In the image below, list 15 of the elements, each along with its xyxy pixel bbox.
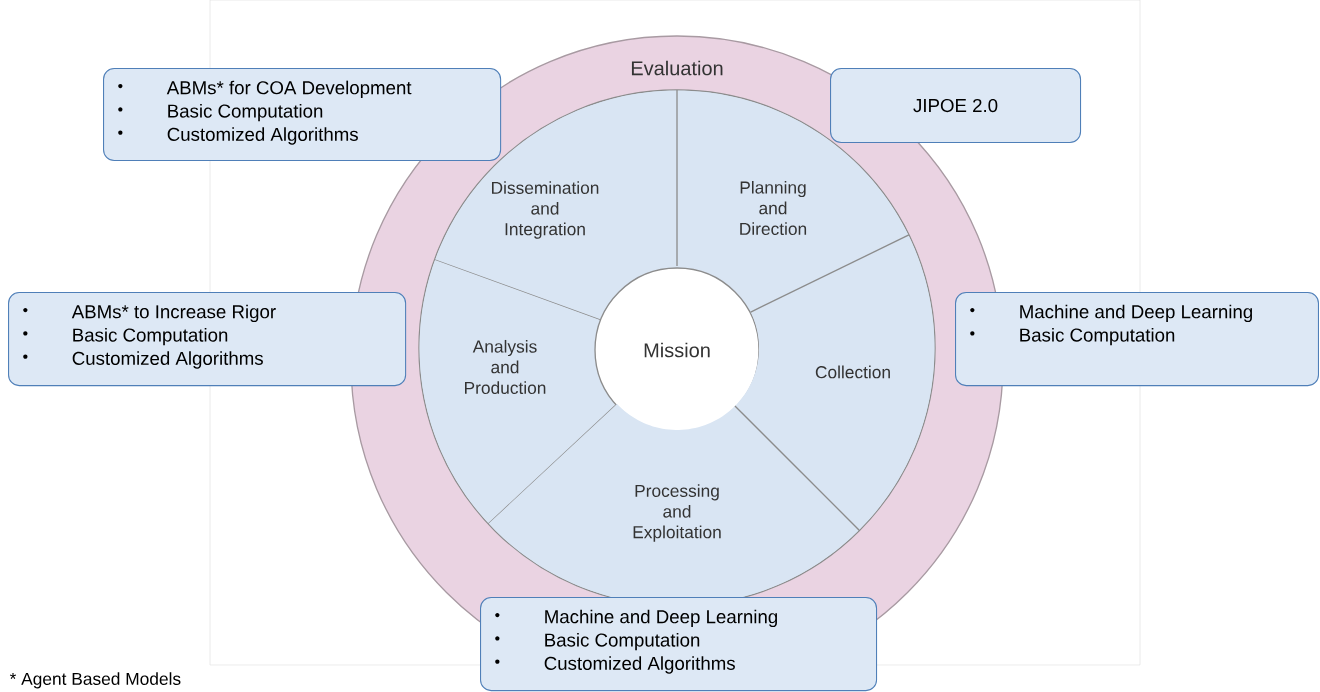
callout-box: ABMs* to Increase Rigor Basic Computation Customized Algorithms xyxy=(8,292,407,387)
sector: Analysis and Production xyxy=(419,259,618,525)
callout-box: ABMs* for COA Development Basic Computation Customized Algorithms xyxy=(103,68,502,162)
callout-box: Machine and Deep Learning Basic Computation xyxy=(955,292,1319,387)
node-label: Analysis and Production xyxy=(465,339,546,395)
node-label: Collection xyxy=(815,365,890,379)
node-label: Planning and Direction xyxy=(740,180,807,236)
sector: Planning and Direction xyxy=(676,89,909,313)
footnote: * Agent Based Models xyxy=(9,672,181,689)
node-label: Dissemination and Integration xyxy=(492,181,599,239)
sector: Collection xyxy=(735,234,935,531)
sector: Processing and Exploitation xyxy=(488,403,861,606)
sector: Dissemination and Integration xyxy=(433,90,677,321)
node-label: Processing and Exploitation xyxy=(633,484,721,542)
callout-box: JIPOE 2.0 xyxy=(830,68,1082,144)
